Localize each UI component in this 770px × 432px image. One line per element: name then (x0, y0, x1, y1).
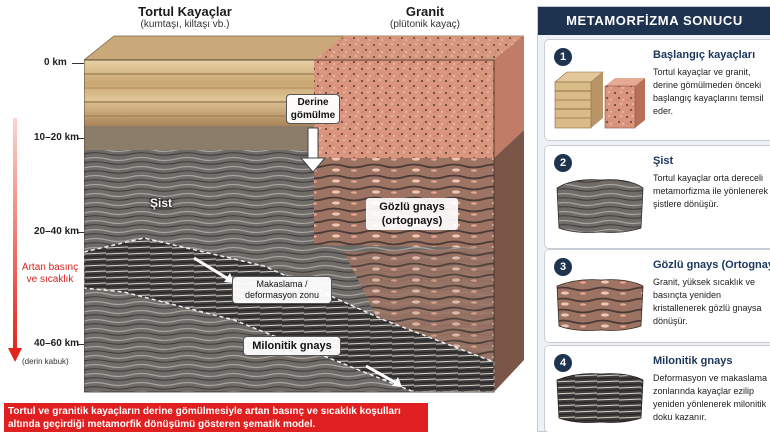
geologic-block-diagram (84, 35, 524, 393)
step-title: Başlangıç kayaçları (653, 49, 756, 61)
figure-caption: Tortul ve granitik kayaçların derine göm… (4, 403, 428, 432)
panel-title: METAMORFİZMA SONUCU (538, 7, 770, 35)
depth-tick-line-2 (78, 232, 86, 233)
pressure-arrow-head-icon (8, 348, 22, 362)
step-description: Tortul kayaçlar ve granit, derine gömülm… (653, 67, 764, 116)
mylonitic-gneiss-thumbnail-icon (556, 373, 644, 423)
metamorphism-result-panel: METAMORFİZMA SONUCU 1 Başlangıç kayaçlar… (537, 6, 770, 432)
pressure-arrow-shaft (13, 118, 17, 350)
granite-title: Granit (405, 4, 445, 19)
step-number-badge: 2 (554, 154, 572, 172)
augen-gneiss-label: Gözlü gnays (ortognays) (366, 198, 458, 230)
depth-tick-1: 10–20 km (34, 132, 80, 143)
step-title: Şist (653, 155, 674, 167)
burial-label: Derine gömülme (286, 94, 340, 124)
augen-gneiss-thumbnail-icon (556, 279, 644, 331)
step-number-badge: 1 (554, 48, 572, 66)
initial-rocks-thumbnail-icon (554, 71, 645, 129)
step-title: Milonitik gnays (653, 355, 733, 367)
step-title: Gözlü gnays (Ortognays) (653, 259, 770, 271)
step-card-4: 4 Milonitik gnays Deformasyon ve makasla… (544, 345, 770, 432)
granite-label: Granit (plütonik kayaç) (370, 4, 480, 30)
step-description: Tortul kayaçlar orta dereceli metamorfiz… (653, 173, 769, 209)
step-card-1: 1 Başlangıç kayaçları Tortul kayaçlar ve… (544, 39, 770, 141)
depth-tick-line-3 (78, 344, 86, 345)
depth-tick-line-1 (78, 138, 86, 139)
step-number-badge: 4 (554, 354, 572, 372)
depth-tick-2: 20–40 km (34, 226, 80, 237)
granite-subtitle: (plütonik kayaç) (389, 19, 461, 30)
step-number-badge: 3 (554, 258, 572, 276)
sedimentary-rocks-subtitle: (kumtaşı, kiltaşı vb.) (140, 19, 230, 30)
mylonitic-gneiss-label: Milonitik gnays (243, 336, 341, 356)
depth-tick-3: 40–60 km (34, 338, 80, 349)
depth-tick-line-0 (72, 63, 86, 64)
sedimentary-rocks-label: Tortul Kayaçlar (kumtaşı, kiltaşı vb.) (110, 4, 260, 30)
pressure-temperature-label: Artan basınç ve sıcaklık (21, 262, 79, 285)
step-card-3: 3 Gözlü gnays (Ortognays) Granit, yüksek… (544, 249, 770, 343)
step-description: Deformasyon ve makaslama zonlarında kaya… (653, 373, 768, 422)
shear-zone-label: Makaslama / deformasyon zonu (232, 276, 332, 304)
schist-thumbnail-icon (556, 179, 644, 233)
deep-crust-note: (derin kabuk) (22, 357, 69, 366)
step-card-2: 2 Şist Tortul kayaçlar orta dereceli met… (544, 145, 770, 249)
schist-label: Şist (150, 196, 173, 210)
step-description: Granit, yüksek sıcaklık ve basınçta yeni… (653, 277, 762, 326)
sedimentary-rocks-title: Tortul Kayaçlar (138, 4, 232, 19)
depth-tick-0: 0 km (44, 57, 67, 68)
